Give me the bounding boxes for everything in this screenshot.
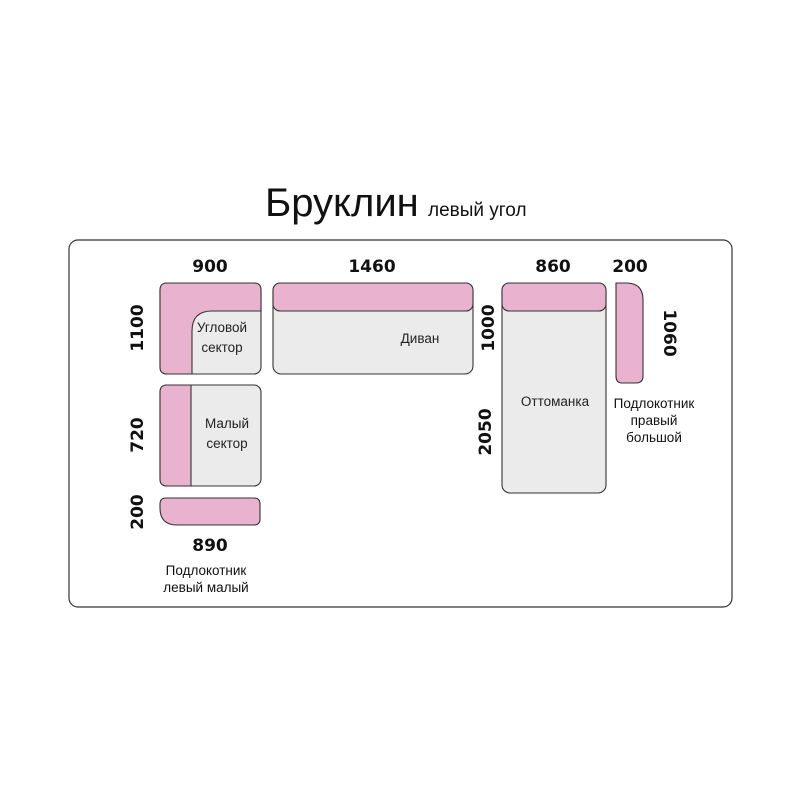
corner-sector: Угловой сектор [159,282,262,375]
small-sector-depth-dim: 720 [128,417,148,453]
armrest-left-shape [159,497,261,526]
armrest-right-caption-3: большой [626,430,682,445]
corner-sector-back [159,282,262,375]
armrest-right-width-dim: 200 [612,257,648,277]
armrest-right-caption-2: правый [631,413,678,428]
ottoman-depth-dim: 2050 [476,408,496,455]
armrest-right-caption-1: Подлокотник [614,396,695,411]
sofa-width-dim: 1460 [348,257,395,277]
corner-width-dim: 900 [192,257,228,277]
ottoman-back [501,282,607,312]
armrest-left-caption-1: Подлокотник [166,563,247,578]
corner-depth-dim: 1100 [128,304,148,351]
small-sector-back [159,384,192,487]
sofa-depth-dim: 1000 [479,304,499,351]
armrest-left-caption-2: левый малый [163,580,248,595]
sofa-back [272,282,474,312]
armrest-right-shape [615,282,644,384]
armrest-left-depth-dim: 200 [128,494,148,530]
ottoman-width-dim: 860 [535,257,571,277]
small-sector-label-1: Малый [205,416,249,431]
ottoman-module: Оттоманка [501,282,607,494]
armrest-right-depth-dim: 1060 [659,309,679,356]
title-sub: левый угол [428,200,527,221]
small-sector-label-2: сектор [206,436,247,451]
title-main: Бруклин [265,181,419,225]
sofa-label: Диван [401,331,440,346]
ottoman-label: Оттоманка [521,394,590,409]
small-sector: Малый сектор [159,384,262,487]
corner-sector-label-1: Угловой [197,320,247,335]
armrest-left-width-dim: 890 [192,536,228,556]
corner-sector-label-2: сектор [201,340,242,355]
ottoman-seat [501,282,607,494]
sofa-module: Диван [272,282,474,375]
